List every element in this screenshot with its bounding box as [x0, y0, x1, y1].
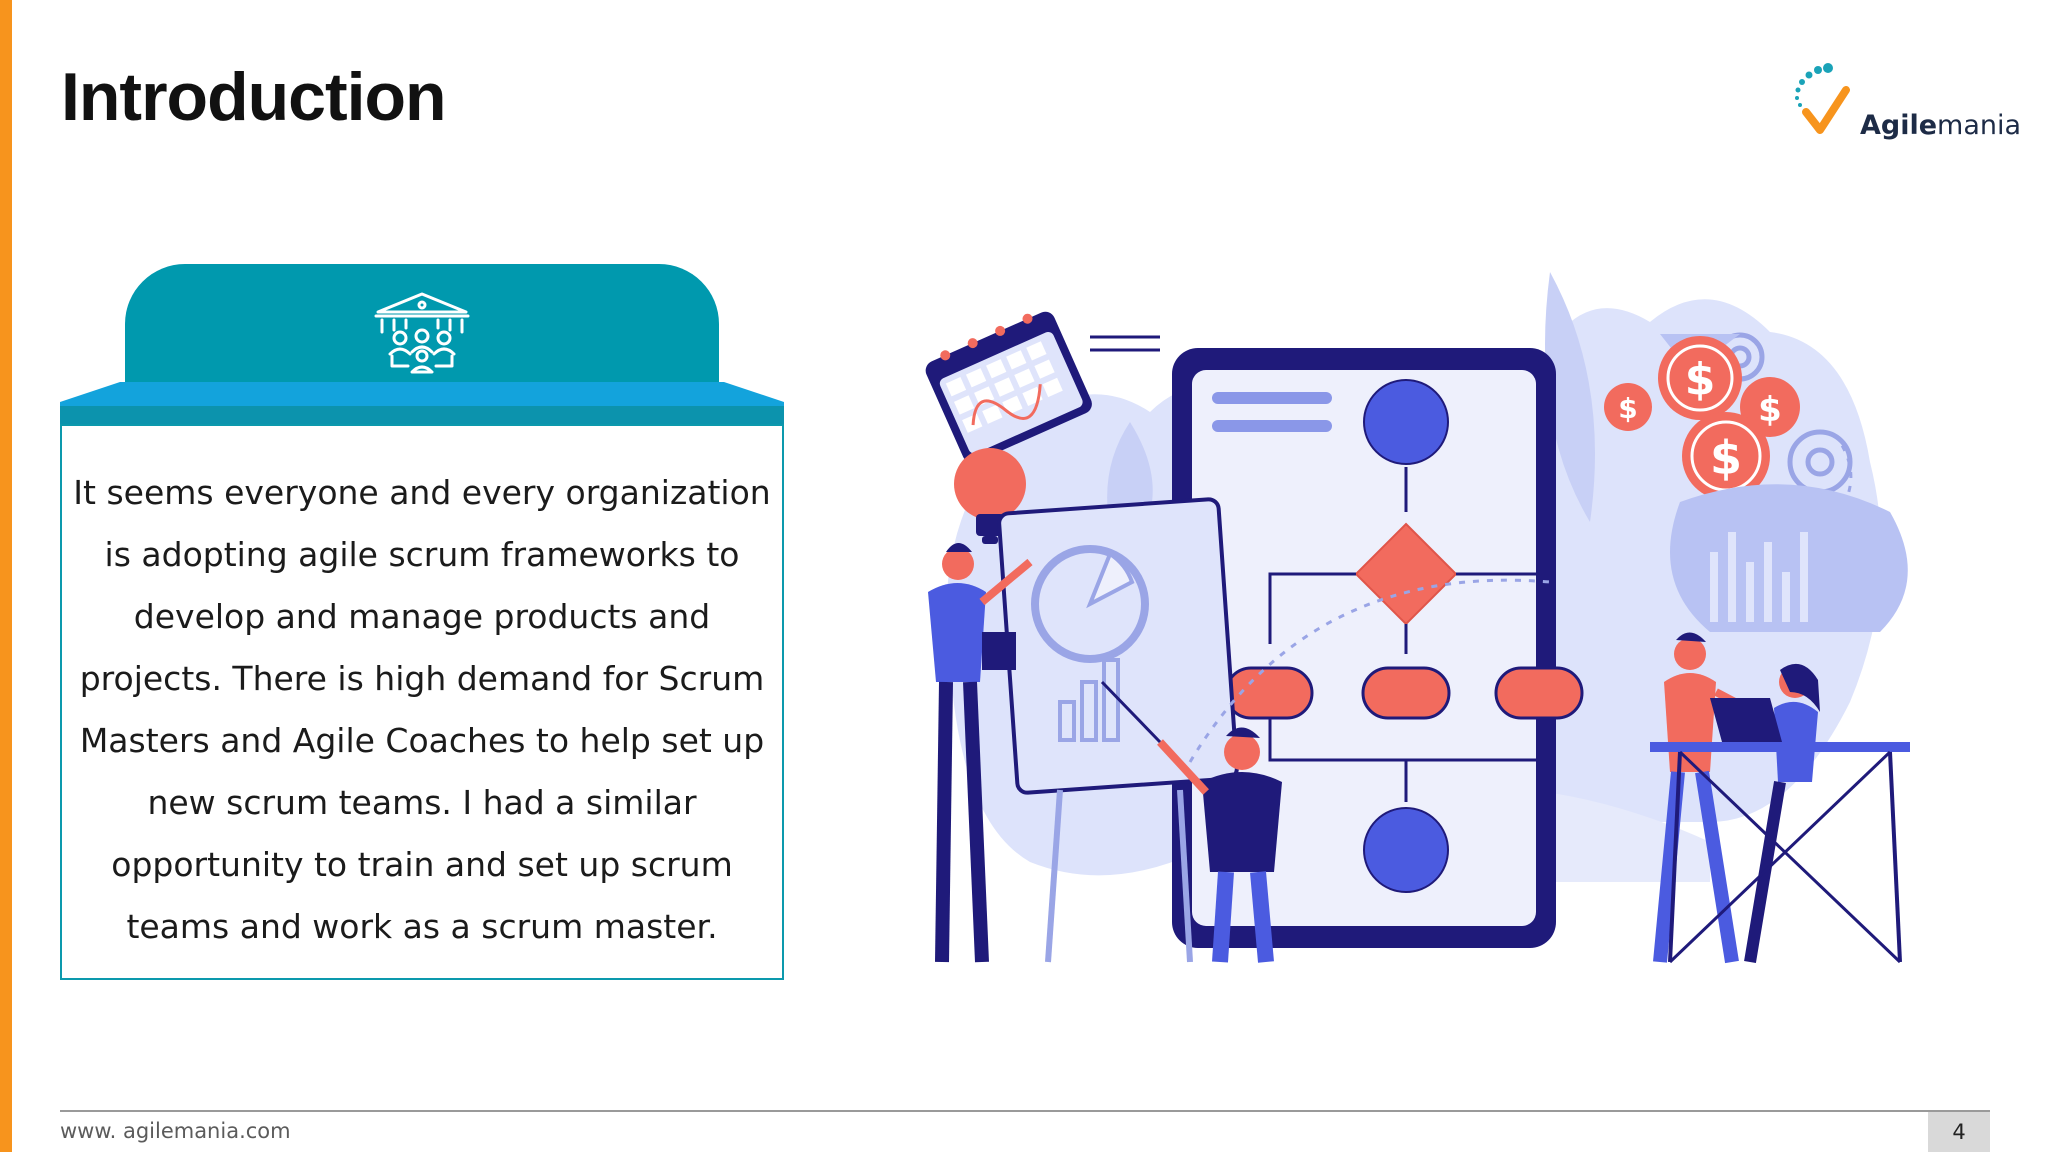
calendar-icon	[925, 311, 1092, 463]
screen-line	[1212, 392, 1332, 404]
svg-text:$: $	[1618, 392, 1637, 425]
flow-process-node	[1494, 666, 1584, 720]
team-building-icon	[374, 292, 470, 374]
svg-text:$: $	[1710, 431, 1742, 485]
agilemania-logo: Agilemania	[1790, 60, 2021, 150]
chart-speech-bubble	[1670, 484, 1908, 632]
slide-title: Introduction	[61, 59, 447, 135]
person-presenter-left	[928, 543, 1033, 963]
flow-end-node	[1363, 807, 1449, 893]
logo-wordmark: Agilemania	[1860, 110, 2021, 141]
screen-line	[1212, 420, 1332, 432]
flow-process-node	[1361, 666, 1451, 720]
svg-text:$: $	[1685, 354, 1716, 405]
footer-divider	[60, 1110, 1990, 1112]
agile-process-illustration: $ $ $ $	[925, 272, 1910, 964]
logo-word-bold: Agile	[1860, 110, 1938, 141]
card-tray	[60, 382, 784, 424]
intro-paragraph: It seems everyone and every organization…	[73, 473, 771, 946]
footer-url[interactable]: www. agilemania.com	[60, 1119, 291, 1143]
desk-with-laptop	[1650, 698, 1910, 964]
leaf-right	[1545, 272, 1595, 522]
person-presenter-right	[1100, 680, 1282, 963]
page-number-box: 4	[1928, 1112, 1990, 1152]
dashed-path-center	[1188, 578, 1551, 763]
logo-mark-icon	[1795, 63, 1850, 134]
svg-text:$: $	[1758, 390, 1782, 430]
page-number: 4	[1952, 1120, 1966, 1144]
calendar-connector	[1090, 335, 1160, 352]
card-header-tab	[125, 264, 719, 404]
lightbulb-icon	[954, 448, 1026, 544]
intro-card: It seems everyone and every organization…	[60, 264, 784, 980]
accent-bar	[0, 0, 12, 1152]
card-body: It seems everyone and every organization…	[60, 424, 784, 980]
dollar-coin-icons: $ $ $ $	[1604, 336, 1800, 500]
flow-start-node	[1363, 379, 1449, 465]
logo-word-regular: mania	[1937, 110, 2022, 141]
flowchart	[1224, 379, 1584, 893]
